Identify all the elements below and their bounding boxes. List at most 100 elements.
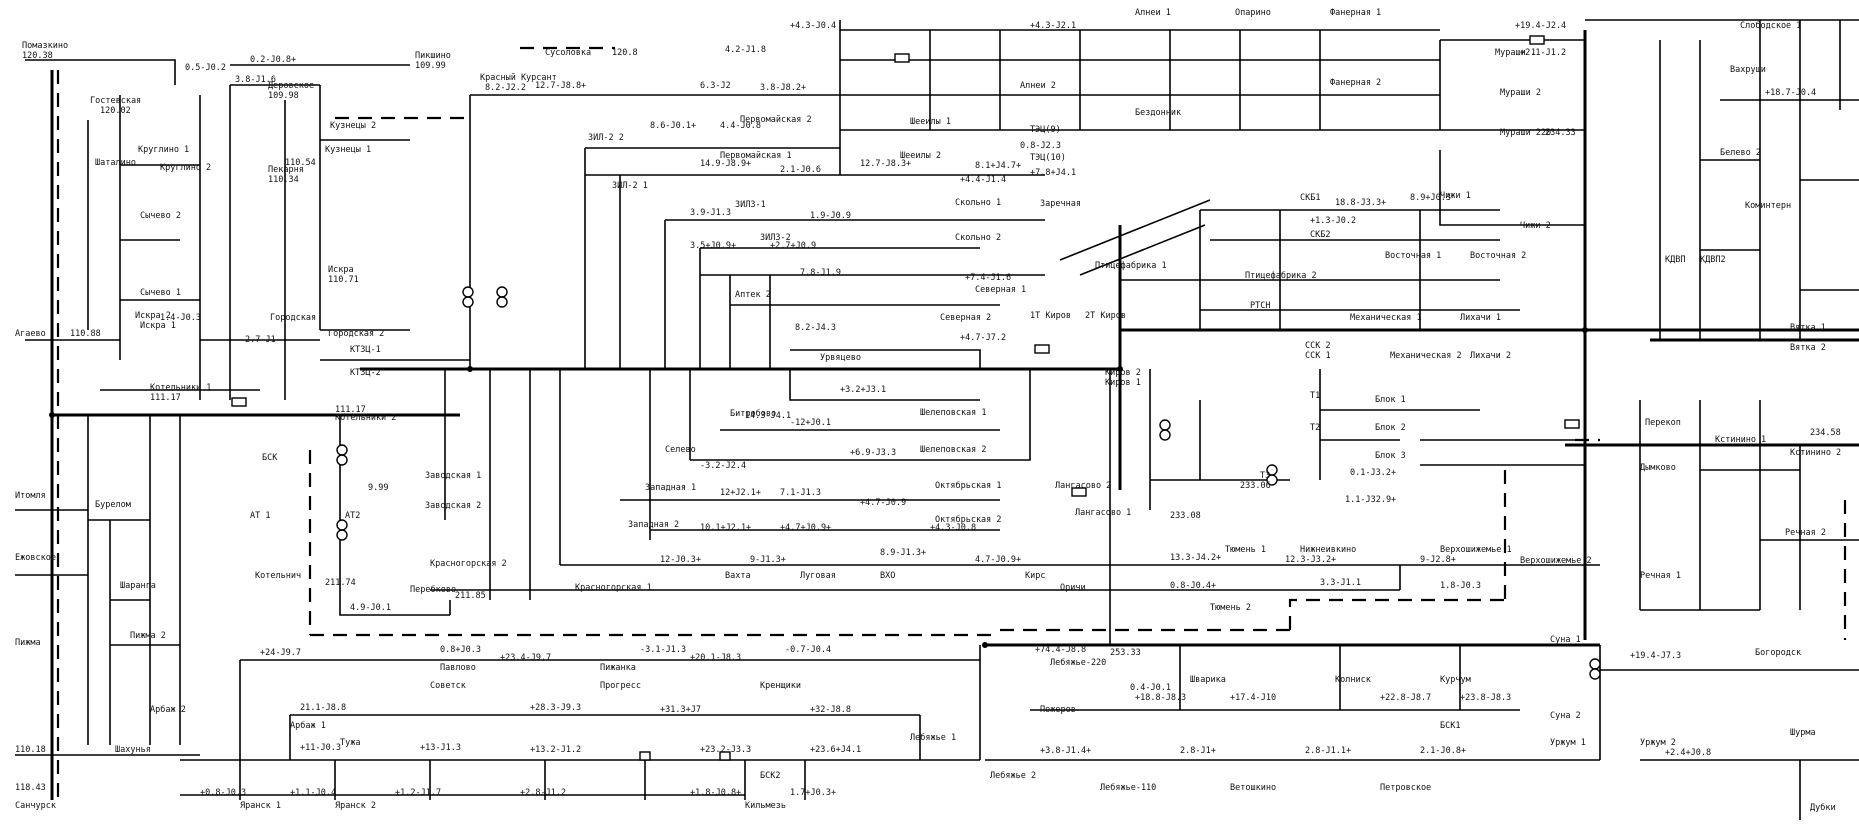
transformer-9	[1159, 419, 1171, 431]
station-label-kuznetsy1: Кузнецы 1	[325, 145, 371, 155]
station-label-derovskoe: Деровское	[268, 81, 314, 91]
flow-value-v53: +1.3-J0.2	[1310, 216, 1356, 226]
station-label-sosolovka-v: 120.8	[612, 48, 638, 58]
station-label-ssk2: ССК 2	[1305, 341, 1331, 351]
station-label-perebkovo: Перебково	[410, 584, 456, 595]
station-label-pomazkino-v: 120.38	[22, 51, 53, 61]
station-label-pizhma: Пижма	[15, 638, 41, 648]
station-label-pekarnya-v: 110.34	[268, 175, 299, 185]
station-label-bitrovo: Битробово	[730, 408, 776, 419]
station-label-dubki: Дубки	[1810, 802, 1836, 813]
breaker-2	[894, 53, 910, 63]
station-label-oktyabrskaya1: Октябрьская 1	[935, 480, 1002, 491]
station-label-vakhrushi: Вахруши	[1730, 65, 1766, 75]
station-label-lagosovo1: Лангасово 1	[1075, 508, 1131, 518]
station-label-pikshino-v: 109.99	[415, 61, 446, 71]
flow-value-v8: +4.3-J0.4	[790, 21, 836, 31]
station-label-kolnish: Колниск	[1335, 675, 1371, 685]
flow-value-v45: 4.7-J0.9+	[975, 555, 1021, 565]
transformer-2	[462, 296, 474, 308]
transformer-14	[1589, 668, 1601, 680]
flow-value-v68: +11-J0.3	[300, 743, 341, 753]
station-label-1tkirov: 1Т Киров	[1030, 311, 1071, 321]
flow-value-v86: +1.2-J1.7	[395, 788, 441, 798]
station-label-kirov1: Киров 1	[1105, 378, 1141, 388]
station-label-pikshino: Пикшино	[415, 51, 451, 61]
station-label-sychevo1: Сычево 1	[140, 288, 181, 298]
flow-value-v57: +19.4-J7.3	[1630, 651, 1681, 661]
station-label-zavodskaya1: Заводская 1	[425, 471, 481, 481]
station-label-at1: АТ 1	[250, 511, 270, 521]
station-label-zapadnaya1: Западная 1	[645, 483, 696, 493]
station-label-murashi2: Мураши 2	[1500, 88, 1541, 98]
flow-value-v96: 253.33	[1110, 648, 1141, 658]
station-label-aptek: Аптек 2	[735, 290, 771, 300]
station-label-murashi220-v: 234.33	[1545, 128, 1576, 138]
flow-value-v97: 110.54	[285, 158, 316, 168]
station-label-likhachi1: Лихачи 1	[1460, 313, 1501, 323]
station-label-pekarnya: Пекарня	[268, 165, 304, 175]
station-label-krasnogorskaya2: Красногорская 2	[430, 559, 507, 569]
flow-value-v17: 2.1-J0.6	[780, 165, 821, 175]
flow-value-v48: 12.3-J3.2+	[1285, 555, 1336, 565]
flow-value-v34: +6.9-J3.3	[850, 448, 896, 458]
transformer-5	[336, 444, 348, 456]
station-label-zil3: ЗИЛ3-1	[735, 200, 766, 210]
flow-value-v16: 14.9-J8.9+	[700, 159, 751, 169]
flow-value-v3: 0.5-J0.2	[185, 63, 226, 73]
station-label-sheremetevo1: Шееилы 1	[910, 117, 951, 127]
station-label-tyumen1: Тюмень 1	[1225, 545, 1266, 555]
flow-value-v24: 1.9-J0.9	[810, 211, 851, 221]
station-label-alekseevo1: Алнеи 1	[1135, 8, 1171, 18]
line-kotelnich-s1	[339, 415, 450, 616]
flow-value-v64: 21.1-J8.8	[300, 703, 346, 713]
station-label-iskra1: Искра 1	[140, 321, 176, 331]
equipment	[49, 35, 1601, 761]
station-label-blok1: Блок 1	[1375, 395, 1406, 405]
station-label-at2: АТ2	[345, 511, 360, 521]
station-label-shurma: Шурма	[1790, 728, 1816, 738]
station-label-gostevskaya-v: 120.02	[100, 106, 131, 116]
flow-value-v74: 0.4-J0.1	[1130, 683, 1171, 693]
flow-value-v79: +3.8-J1.4+	[1040, 746, 1091, 756]
station-label-kotelniki1: Котельники 1	[150, 383, 211, 393]
flow-value-v58: +24-J9.7	[260, 648, 301, 658]
breaker-4	[1071, 487, 1087, 497]
station-label-alekseevo2: Алнеи 2	[1020, 81, 1056, 91]
flow-value-v95: 211.74	[325, 578, 356, 588]
flow-value-v35: -3.2-J2.4	[700, 461, 746, 471]
station-label-arbazh2: Арбаж 2	[150, 704, 186, 715]
flow-value-v82: 2.1-J0.8+	[1420, 746, 1466, 756]
station-label-pervomaiskaya2: Первомайская 2	[740, 115, 812, 125]
buses	[50, 30, 1859, 800]
station-label-chizhi2: Чижи 2	[1520, 221, 1551, 231]
station-label-bsk2: БСК2	[760, 771, 780, 781]
station-label-sharanga: Шаранга	[120, 581, 156, 591]
station-label-krechenki: Кренщики	[760, 681, 801, 691]
station-label-vyatka2: Вятка 2	[1790, 343, 1826, 353]
station-label-chizhi1: Чижи 1	[1440, 191, 1471, 201]
station-label-t2: Т2	[1310, 423, 1320, 433]
station-label-tuzha: Тужа	[340, 738, 360, 748]
station-label-t3: Т3	[1260, 471, 1270, 481]
flow-value-v23: 3.9-J1.3	[690, 208, 731, 218]
flow-value-v70: +13.2-J1.2	[530, 745, 581, 755]
station-label-kdvp: КДВП	[1665, 255, 1685, 265]
flow-value-v56: 1.1-J32.9+	[1345, 495, 1396, 505]
flow-value-v38: +4.7-J0.9	[860, 498, 906, 508]
station-label-vakhta: Вахта	[725, 571, 751, 581]
station-label-opatino: Опарино	[1235, 8, 1271, 18]
line-shelepovo	[690, 369, 1031, 461]
node-2	[1117, 366, 1123, 372]
station-label-kdvp2: КДВП2	[1700, 255, 1726, 265]
flow-value-v93: 9.99	[368, 483, 388, 493]
station-label-slobodskoe1: Слободское 1	[1740, 20, 1801, 31]
flow-value-v28: +7.4-J1.6	[965, 273, 1011, 283]
station-label-zil2: ЗИЛ-2 2	[588, 133, 624, 143]
flow-value-v51: 1.8-J0.3	[1440, 581, 1481, 591]
station-label-kominter: Коминтерн	[1745, 201, 1791, 211]
flow-value-v20: 0.8-J2.3	[1020, 141, 1061, 151]
line-diag-2	[1079, 224, 1206, 276]
transformer-3	[496, 286, 508, 298]
line-urevo	[790, 349, 981, 369]
